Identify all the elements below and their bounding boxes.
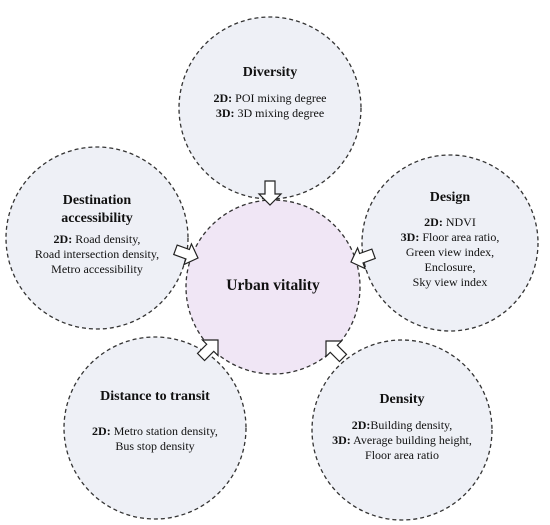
- transit-title: Distance to transit: [100, 389, 210, 404]
- transit-circle: [63, 336, 247, 520]
- density-arrow-icon: [325, 340, 348, 363]
- design-line: Enclosure,: [424, 260, 476, 274]
- density-title: Density: [379, 392, 425, 407]
- accessibility-circle: [5, 146, 189, 330]
- accessibility-title: Destination: [62, 193, 132, 208]
- design-line: Green view index,: [405, 245, 495, 259]
- density-line: Floor area ratio: [365, 448, 439, 462]
- design-line: Sky view index: [412, 275, 488, 289]
- accessibility-arrow-icon: [172, 242, 199, 266]
- diversity-title: Diversity: [242, 65, 298, 80]
- density-node: Density 2D:Building density, 3D: Average…: [317, 391, 487, 463]
- design-arrow-icon: [350, 246, 377, 270]
- accessibility-node: Destination accessibility 2D: Road densi…: [12, 192, 182, 277]
- design-line: 3D: Floor area ratio,: [400, 230, 500, 244]
- diversity-node: Diversity 2D: POI mixing degree 3D: 3D m…: [185, 64, 355, 121]
- design-circle: [361, 154, 539, 332]
- transit-node: Distance to transit 2D: Metro station de…: [70, 388, 240, 454]
- design-node: Design 2D: NDVI 3D: Floor area ratio, Gr…: [375, 189, 525, 290]
- transit-line: Bus stop density: [115, 439, 195, 453]
- urban-vitality-label: Urban vitality: [226, 277, 320, 294]
- density-line: 3D: Average building height,: [332, 433, 472, 447]
- transit-line: 2D: Metro station density,: [92, 424, 218, 438]
- diversity-line: 2D: POI mixing degree: [213, 91, 327, 105]
- accessibility-line: 2D: Road density,: [53, 232, 141, 246]
- design-title: Design: [429, 190, 471, 205]
- transit-arrow-icon: [196, 339, 219, 362]
- accessibility-line: Road intersection density,: [34, 247, 160, 261]
- density-circle: [311, 339, 493, 521]
- design-line: 2D: NDVI: [424, 215, 476, 229]
- diversity-line: 3D: 3D mixing degree: [215, 106, 325, 120]
- diversity-arrow-icon: [257, 180, 283, 206]
- accessibility-title: accessibility: [61, 211, 133, 226]
- density-line: 2D:Building density,: [351, 418, 453, 432]
- accessibility-line: Metro accessibility: [51, 262, 143, 276]
